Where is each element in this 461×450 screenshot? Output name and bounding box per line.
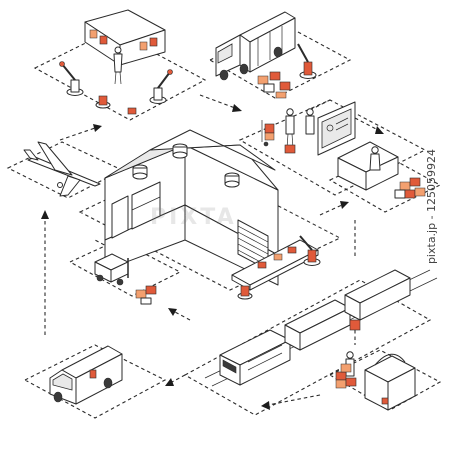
arrow-right-icon [93,124,102,132]
box-stack-icon [394,177,426,199]
office-desk [337,141,426,199]
connectors [41,94,384,410]
box-icon [284,144,296,154]
robot-arm-icon [59,61,84,96]
box-icon [127,107,137,115]
arrow-left-icon [168,308,177,316]
warehouse [104,129,279,286]
roof-vent-1 [172,143,188,159]
platform-train [183,279,432,416]
truck-loading [215,11,317,99]
platform-van [23,344,167,419]
operator-station [335,351,416,411]
arrow-right-icon [340,201,349,209]
robot-arm-icon [237,285,253,300]
arrow-left-icon [165,378,174,386]
worker-icon [113,46,123,85]
box-icon [349,319,361,331]
office-monitor [261,101,356,156]
train-icon [204,269,438,387]
robot-arm-icon [149,69,173,104]
box-stack-icon [135,285,157,305]
side-text: pixta.jp - 125059924 [424,148,438,265]
roof-vent-3 [224,172,240,188]
forklift-icon [94,253,157,305]
watermark: PIXTA [150,205,237,230]
conveyor-icon [231,235,321,300]
robot-arm-icon [297,43,317,79]
box-stack-icon [335,363,357,389]
worker-icon [285,108,295,149]
arrow-left-icon [261,401,270,410]
arrow-down-icon [375,126,384,134]
platform-forklift [68,239,182,297]
robot-arm-icon [299,235,321,266]
robot-arm-icon [95,95,111,109]
worker-icon [369,146,381,171]
roof-vent-2 [132,164,148,180]
factory-robots [59,9,173,115]
arrow-right-icon [232,104,242,112]
warehouse-door-left [111,195,129,239]
hand-truck-icon [261,120,275,147]
warehouse-door-mid [131,181,161,230]
box-stack-icon [257,71,291,99]
worker-icon [305,108,315,135]
van-icon [49,345,123,405]
platform-office [238,99,427,196]
airplane-icon [23,141,101,197]
arrow-up-icon [41,210,49,219]
